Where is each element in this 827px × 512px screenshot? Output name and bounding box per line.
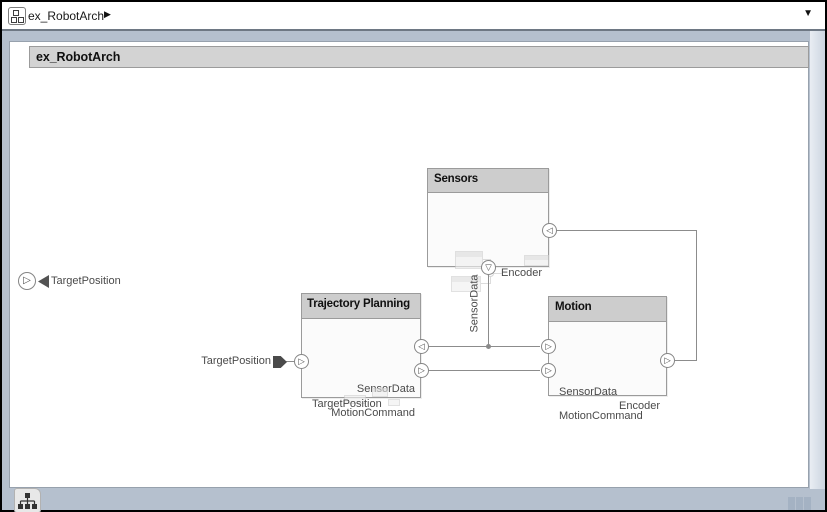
triangle-left-icon: ◁ bbox=[418, 341, 425, 352]
port-motion-encoder[interactable]: ▷ bbox=[660, 353, 675, 368]
source-feed-label[interactable]: TargetPosition bbox=[201, 355, 271, 367]
triangle-right-icon: ▷ bbox=[545, 365, 552, 376]
component-motion[interactable]: Motion SensorData Encoder MotionCommand bbox=[548, 296, 667, 422]
badge-square bbox=[13, 10, 19, 16]
badge-square bbox=[11, 17, 17, 23]
port-sensors-sensordata-out[interactable]: ▽ bbox=[481, 260, 496, 275]
architecture-header[interactable]: ex_RobotArch bbox=[29, 46, 809, 68]
toolbar-divider bbox=[2, 29, 825, 31]
port-label-sensordata[interactable]: SensorData bbox=[559, 386, 618, 398]
port-trajectory-targetposition[interactable]: ▷ bbox=[294, 354, 309, 369]
connector-encoder-seg2[interactable] bbox=[696, 230, 697, 361]
triangle-right-icon: ▷ bbox=[664, 355, 671, 366]
view-dropdown-icon[interactable]: ▼ bbox=[803, 8, 813, 19]
hierarchy-button[interactable] bbox=[14, 488, 41, 512]
component-badge-icon bbox=[8, 7, 26, 25]
triangle-right-icon: ▷ bbox=[23, 275, 31, 286]
source-feed-arrow-icon bbox=[273, 356, 287, 368]
component-title: Trajectory Planning bbox=[307, 298, 410, 310]
port-label-motioncommand[interactable]: MotionCommand bbox=[559, 410, 643, 422]
connector-targetposition-stub[interactable] bbox=[286, 361, 294, 362]
triangle-down-icon: ▽ bbox=[485, 262, 492, 273]
port-sensors-encoder[interactable]: ◁ bbox=[542, 223, 557, 238]
component-sensors[interactable]: Sensors Encoder bbox=[427, 168, 549, 292]
port-label-encoder[interactable]: Encoder bbox=[501, 267, 542, 279]
architecture-title: ex_RobotArch bbox=[36, 50, 121, 64]
diagram-canvas[interactable]: ex_RobotArch SensorData Sensors bbox=[9, 41, 809, 512]
component-header[interactable]: Sensors bbox=[428, 169, 548, 193]
port-motion-sensordata[interactable]: ▷ bbox=[541, 339, 556, 354]
component-header[interactable]: Trajectory Planning bbox=[302, 294, 420, 319]
connector-motioncommand[interactable] bbox=[429, 370, 540, 371]
boundary-port-targetposition[interactable]: ▷ bbox=[18, 272, 36, 290]
org-chart-icon bbox=[18, 492, 37, 509]
connection-label-sensordata: SensorData bbox=[468, 274, 481, 333]
grip-cell bbox=[788, 497, 795, 510]
connector-sensordata-horizontal[interactable] bbox=[429, 346, 540, 347]
component-trajectory-planning[interactable]: Trajectory Planning SensorData TargetPos… bbox=[301, 293, 421, 419]
breadcrumb-caret-icon[interactable]: ▶ bbox=[104, 9, 111, 19]
port-trajectory-sensordata[interactable]: ◁ bbox=[414, 339, 429, 354]
component-title: Sensors bbox=[434, 173, 478, 185]
component-header[interactable]: Motion bbox=[549, 297, 666, 322]
badge-square bbox=[18, 17, 24, 23]
triangle-left-icon: ◁ bbox=[546, 225, 553, 236]
boundary-port-arrow-icon bbox=[38, 275, 49, 288]
port-label-targetposition[interactable]: TargetPosition bbox=[312, 398, 382, 410]
port-trajectory-motioncommand[interactable]: ▷ bbox=[414, 363, 429, 378]
editor-workspace: ex_RobotArch SensorData Sensors bbox=[2, 31, 825, 512]
breadcrumb-title[interactable]: ex_RobotArch bbox=[28, 9, 105, 23]
connector-encoder-seg3[interactable] bbox=[557, 230, 697, 231]
grip-cell bbox=[796, 497, 803, 510]
triangle-right-icon: ▷ bbox=[418, 365, 425, 376]
connector-sensordata-vertical[interactable] bbox=[488, 275, 489, 347]
component-title: Motion bbox=[555, 301, 592, 313]
triangle-right-icon: ▷ bbox=[545, 341, 552, 352]
port-label-motioncommand[interactable]: MotionCommand bbox=[331, 407, 415, 419]
junction-dot bbox=[486, 344, 491, 349]
port-motion-motioncommand[interactable]: ▷ bbox=[541, 363, 556, 378]
connector-encoder-seg1[interactable] bbox=[675, 360, 697, 361]
port-label-encoder[interactable]: Encoder bbox=[619, 400, 660, 412]
boundary-port-label[interactable]: TargetPosition bbox=[51, 275, 121, 287]
triangle-right-icon: ▷ bbox=[298, 356, 305, 367]
resize-grip bbox=[788, 497, 811, 510]
right-scroll-strip bbox=[810, 31, 825, 489]
breadcrumb-bar: ex_RobotArch ▶ ▼ bbox=[2, 2, 825, 29]
grip-cell bbox=[804, 497, 811, 510]
